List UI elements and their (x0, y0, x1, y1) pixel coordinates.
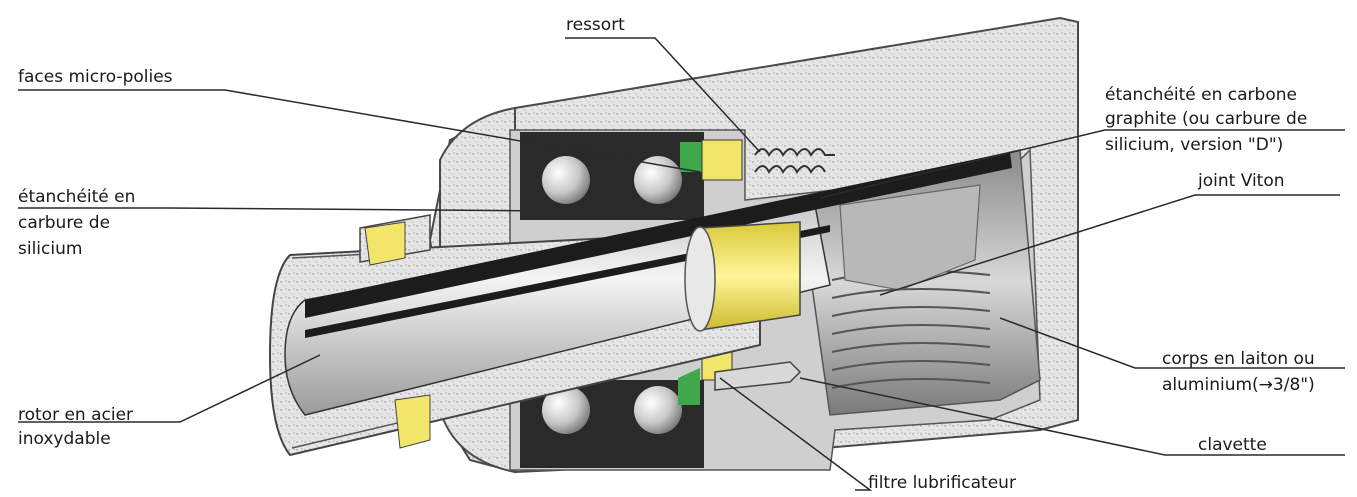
label-corps-line2: aluminium(→3/8") (1162, 375, 1315, 395)
label-clavette: clavette (1198, 435, 1267, 455)
label-corps-line1: corps en laiton ou (1162, 349, 1315, 369)
label-etancheite-carbone-line1: étanchéité en carbone (1105, 85, 1297, 105)
label-rotor-line2: inoxydable (18, 429, 111, 449)
label-faces-micro-polies: faces micro-polies (18, 67, 173, 87)
key-pin (714, 361, 802, 391)
label-etancheite-carbure-line3: silicium (18, 239, 83, 259)
label-etancheite-carbure-line1: étanchéité en (18, 187, 136, 207)
label-joint-viton: joint Viton (1198, 171, 1285, 191)
spring (754, 148, 835, 174)
label-etancheite-carbure-line2: carbure de (18, 213, 111, 233)
ball-bearings (520, 132, 704, 468)
label-rotor-line1: rotor en acier (18, 405, 134, 425)
yellow-seal-sleeve (684, 221, 801, 332)
leader-lines (18, 37, 1345, 491)
label-filtre-lubrificateur: filtre lubrificateur (868, 473, 1016, 493)
label-etancheite-carbone-line3: silicium, version "D") (1105, 135, 1284, 155)
label-etancheite-carbone-line2: graphite (ou carbure de (1105, 109, 1308, 129)
rotor-shaft (268, 152, 1012, 457)
label-ressort: ressort (566, 15, 625, 35)
